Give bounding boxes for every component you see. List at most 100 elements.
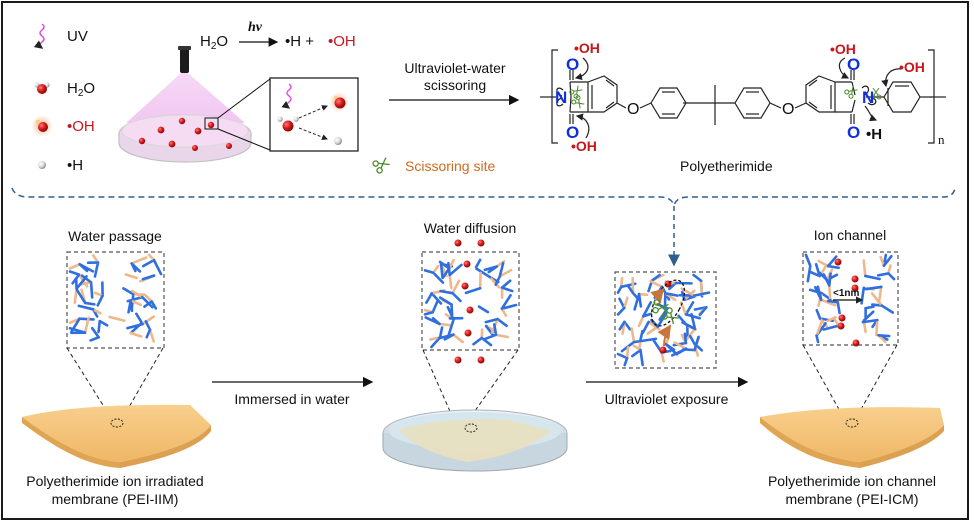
network-panel-water-passage (66, 251, 165, 349)
polymer-chain (97, 319, 102, 334)
polymer-chain (443, 333, 455, 341)
polymer-chain (877, 285, 883, 304)
polymer-chain (862, 259, 867, 278)
polymer-chain (623, 356, 629, 367)
legend-label-oh: •OH (67, 118, 95, 135)
polymer-chain (83, 301, 96, 306)
polymer-chain (475, 267, 492, 279)
reaction-product-oh: •OH (328, 33, 356, 50)
polymer-chain (637, 315, 645, 328)
polymer-chain (129, 331, 143, 338)
polymer-chain (641, 320, 650, 334)
polymer-chain (488, 275, 501, 289)
polymer-chain (98, 319, 109, 327)
polymer-chain (875, 318, 879, 337)
network-panel-ion-channel (802, 251, 899, 347)
network-panel-uv-scissoring (614, 271, 717, 369)
polymer-chain (447, 318, 455, 336)
polymer-chain (78, 317, 95, 321)
polymer-name: Polyetherimide (680, 158, 773, 174)
polymer-chain (684, 301, 695, 316)
polymer-chain (815, 321, 823, 337)
polymer-chain (91, 308, 102, 315)
polymer-chain (122, 287, 135, 296)
polymer-chain (129, 322, 143, 335)
polymer-chain (432, 271, 445, 284)
water-molecule (834, 258, 842, 266)
polymer-chain (822, 273, 831, 287)
polymer-chain (423, 310, 435, 316)
imide-n-1: N (555, 88, 568, 107)
water-molecule (454, 239, 462, 247)
polymer-chain (649, 279, 664, 289)
polymer-chain (806, 264, 812, 283)
polymer-chain (826, 255, 838, 268)
oh-radical-label-2: •OH (571, 138, 597, 154)
polymer-chain (887, 264, 892, 275)
polymer-chain (815, 308, 822, 320)
polymer-chain (448, 263, 463, 277)
polymer-chain (448, 273, 453, 290)
polymer-chain (477, 305, 490, 314)
membrane-pei-icm (760, 407, 944, 468)
polymer-chain (143, 300, 154, 308)
uv-wave-icon (33, 23, 45, 49)
scissoring-step-line2: scissoring (423, 77, 487, 93)
polymer-chain (493, 323, 498, 337)
polymer-chain (152, 258, 163, 276)
network-panel-water-diffusion (421, 239, 520, 364)
polymer-chain (880, 304, 895, 314)
polymer-chain (438, 296, 453, 306)
polymer-chain (660, 351, 665, 363)
polymer-chain (688, 334, 696, 345)
polymer-chain (484, 317, 499, 324)
polymer-chain (129, 299, 134, 313)
polymer-chain (451, 291, 462, 303)
carbonyl-o-1: O (566, 55, 580, 74)
caption-pei-icm-line2: membrane (PEI-ICM) (785, 491, 919, 507)
step-label-uv-exposure: Ultraviolet exposure (604, 391, 729, 407)
water-molecule (464, 329, 472, 337)
polymer-chain (864, 285, 883, 291)
water-molecule-icon (34, 82, 50, 94)
polymer-chain (483, 333, 498, 341)
polymer-chain (870, 292, 884, 307)
uv-light-cone (126, 73, 245, 123)
polymer-chain (145, 328, 152, 339)
h-radical-label: •H (866, 126, 883, 143)
polymer-chain (80, 274, 93, 284)
polymer-chain (876, 272, 890, 277)
polymer-chain (862, 310, 875, 322)
scissoring-site-label: Scissoring site (405, 158, 496, 174)
polymer-chain (699, 279, 704, 296)
polymer-chain (464, 286, 482, 295)
polymer-chain (129, 299, 142, 307)
uv-lamp-icon (178, 46, 191, 73)
legend-label-h2o: H2O (67, 80, 95, 99)
polymer-chain (141, 258, 156, 268)
reaction-catalyst-hv: hν (248, 20, 262, 35)
polymer-chain (130, 289, 144, 299)
step-label-immersion: Immersed in water (234, 391, 350, 407)
water-molecule (659, 346, 667, 354)
legend-h2o-h: H (67, 80, 78, 97)
polymer-chain (124, 273, 138, 280)
polymer-chain (836, 300, 841, 315)
polymer-chain (650, 273, 661, 282)
polymer-chain (690, 312, 697, 331)
polymer-chain (135, 312, 144, 326)
water-molecule (851, 284, 859, 292)
polymer-chain (494, 275, 502, 287)
polymer-chain (632, 344, 642, 352)
water-molecule (477, 239, 485, 247)
polymer-chain (682, 348, 696, 352)
polymer-chain (496, 317, 508, 328)
polymer-chain (683, 332, 688, 345)
stage-title-water-passage: Water passage (68, 228, 162, 244)
polymer-chain (75, 275, 88, 290)
polymer-chain (861, 318, 879, 324)
polymer-chain (75, 289, 87, 305)
polymer-chain (639, 348, 644, 367)
hydroxyl-radical-icon (31, 115, 53, 137)
petri-dish-uv (118, 114, 252, 163)
